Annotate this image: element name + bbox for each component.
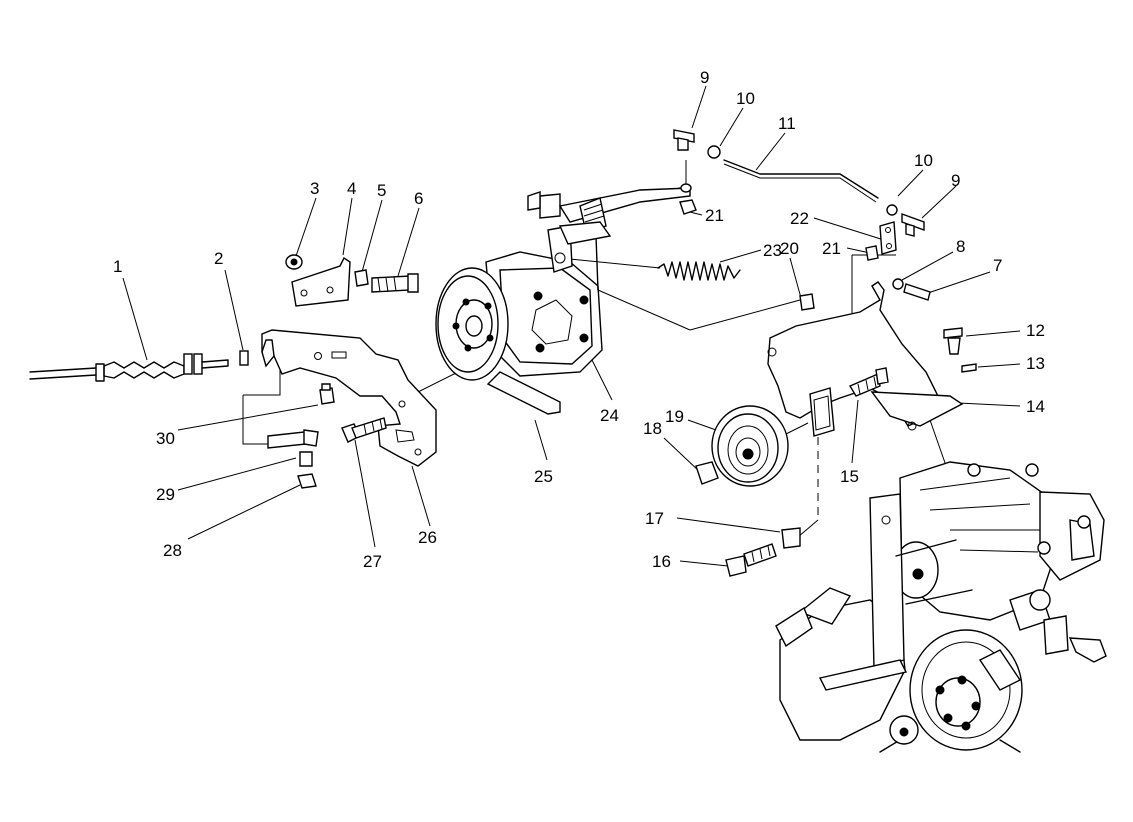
leader-lines [122, 85, 1021, 567]
throttle-rod [673, 129, 925, 237]
callout-5: 5 [377, 181, 386, 200]
callout-17: 17 [645, 509, 664, 528]
callout-10a: 10 [736, 89, 755, 108]
callout-28: 28 [163, 541, 182, 560]
callout-7: 7 [993, 256, 1002, 275]
callout-22: 22 [790, 209, 809, 228]
callout-14: 14 [1026, 397, 1045, 416]
callout-30: 30 [156, 429, 175, 448]
callout-19: 19 [665, 407, 684, 426]
callout-3: 3 [310, 179, 319, 198]
callout-15: 15 [840, 467, 859, 486]
callout-25: 25 [534, 467, 553, 486]
hydraulic-pump-assembly [435, 160, 697, 415]
callout-12: 12 [1026, 321, 1045, 340]
callout-4: 4 [347, 179, 356, 198]
callout-9a: 9 [700, 68, 709, 87]
callout-2: 2 [214, 249, 223, 268]
callout-23: 23 [763, 241, 782, 260]
callout-27: 27 [363, 552, 382, 571]
callout-9b: 9 [951, 171, 960, 190]
bracket-fasteners [267, 383, 387, 489]
link-hardware [799, 221, 977, 373]
callout-20: 20 [780, 239, 799, 258]
callout-26: 26 [418, 528, 437, 547]
callout-18: 18 [643, 419, 662, 438]
callout-16: 16 [652, 552, 671, 571]
callout-24: 24 [600, 406, 619, 425]
return-spring [657, 261, 741, 281]
callout-21b: 21 [822, 239, 841, 258]
callout-10b: 10 [914, 151, 933, 170]
idler-bracket [767, 281, 964, 437]
idler-pulley [695, 405, 801, 577]
engine-block [775, 461, 1107, 753]
callout-13: 13 [1026, 354, 1045, 373]
callout-6: 6 [414, 189, 423, 208]
callout-11: 11 [778, 114, 796, 133]
bracket-hardware [285, 254, 419, 307]
callout-numbers: 1 2 3 4 5 6 7 8 9 9 10 10 11 12 13 14 15… [113, 68, 1045, 571]
callout-29: 29 [156, 485, 175, 504]
throttle-cable [29, 350, 249, 382]
callout-21a: 21 [705, 206, 724, 225]
callout-1: 1 [113, 257, 122, 276]
callout-8: 8 [956, 237, 965, 256]
